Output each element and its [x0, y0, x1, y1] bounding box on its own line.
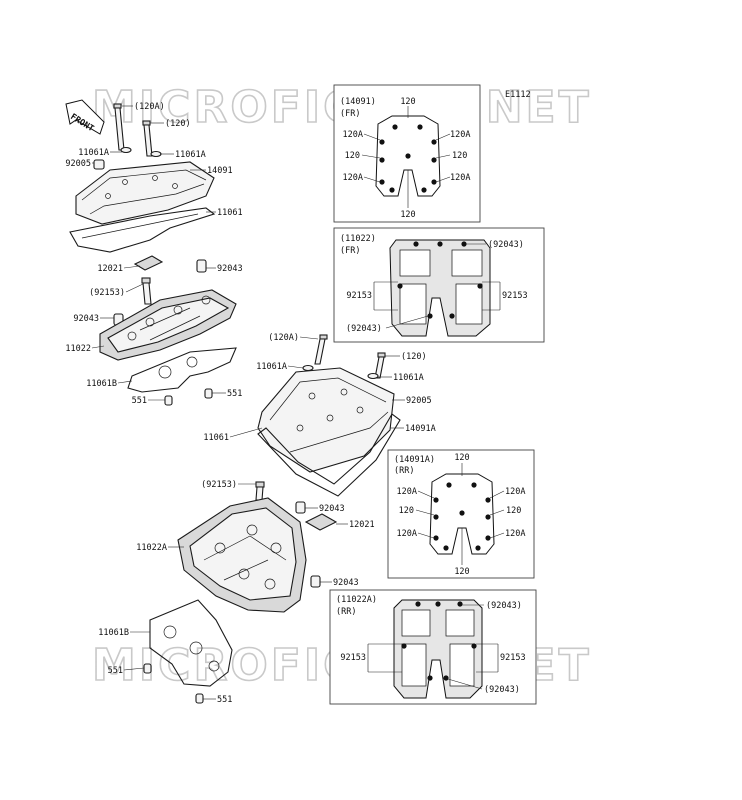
callout-92043-top: 92043 [217, 264, 243, 274]
leader-lines [91, 105, 405, 700]
callout-120-top: (120) [165, 119, 191, 129]
dowel-92043-top [196, 259, 207, 273]
svg-text:120A: 120A [397, 487, 417, 497]
gasket-11061B-top [127, 347, 237, 393]
part-12021-top [133, 255, 164, 271]
gasket-11061-top [69, 207, 216, 253]
callout-92043-low: 92043 [333, 578, 359, 588]
svg-text:(11022A): (11022A) [336, 595, 377, 605]
svg-text:(RR): (RR) [394, 466, 414, 476]
svg-text:(92043): (92043) [486, 601, 522, 611]
callout-120A-top: (120A) [134, 102, 165, 112]
gasket-11061B-low [149, 599, 233, 687]
cylinder-head-11022 [99, 289, 237, 361]
diagram-code: E1112 [505, 90, 531, 100]
svg-text:92153: 92153 [502, 291, 528, 301]
callout-11022A: 11022A [136, 543, 167, 553]
callout-14091: 14091 [207, 166, 233, 176]
dowel-92043-low [310, 575, 321, 588]
inset-cover-rr: (14091A) (RR) 120 120A 120A 120 120 120A… [387, 449, 535, 579]
svg-text:92153: 92153 [346, 291, 372, 301]
grommet-92005-top [93, 159, 105, 170]
callout-11022: 11022 [65, 344, 91, 354]
svg-text:120A: 120A [505, 529, 525, 539]
callout-14091A: 14091A [405, 424, 436, 434]
callout-92005-top: 92005 [65, 159, 91, 169]
washer-11061A-mid-left [302, 364, 314, 372]
svg-text:92153: 92153 [500, 653, 526, 663]
svg-text:120A: 120A [450, 130, 470, 140]
callout-11061A-right: 11061A [175, 150, 206, 160]
callout-12021-mid: 12021 [349, 520, 375, 530]
callout-92043-mid: 92043 [319, 504, 345, 514]
dowel-551-a [164, 395, 173, 406]
dowel-551-b [204, 388, 213, 399]
svg-text:92153: 92153 [340, 653, 366, 663]
washer-11061A-left [120, 146, 132, 154]
svg-text:(92043): (92043) [484, 685, 520, 695]
part-12021-mid [304, 513, 338, 531]
cylinder-head-cover-14091 [75, 161, 215, 225]
dowel-551-d [195, 693, 204, 704]
callout-11061B-low: 11061B [98, 628, 129, 638]
svg-text:120: 120 [452, 151, 467, 161]
callout-11061A-mid-right: 11061A [393, 373, 424, 383]
callout-11061-mid: 11061 [203, 433, 229, 443]
svg-text:120: 120 [454, 453, 469, 463]
callout-92153-mid: (92153) [201, 480, 237, 490]
svg-text:(RR): (RR) [336, 607, 356, 617]
svg-text:(92043): (92043) [346, 324, 382, 334]
svg-text:120A: 120A [343, 130, 363, 140]
callout-12021-top: 12021 [97, 264, 123, 274]
svg-text:120: 120 [400, 210, 415, 220]
gasket-11061-mid [257, 413, 401, 497]
svg-text:120: 120 [345, 151, 360, 161]
callout-11061A-mid-left: 11061A [256, 362, 287, 372]
cylinder-head-cover-14091A [257, 367, 395, 473]
svg-text:(14091A): (14091A) [394, 455, 435, 465]
callout-11061B-top: 11061B [86, 379, 117, 389]
callout-92005-mid: 92005 [406, 396, 432, 406]
callout-120-mid: (120) [401, 352, 427, 362]
bolt-92153-top [141, 277, 152, 305]
svg-text:120A: 120A [343, 173, 363, 183]
svg-text:(FR): (FR) [340, 246, 360, 256]
callout-551-b: 551 [227, 389, 242, 399]
washer-11061A-mid-right [367, 372, 379, 380]
callout-92153-top: (92153) [89, 288, 125, 298]
washer-11061A-right [150, 150, 162, 158]
dowel-92043-mid [295, 501, 306, 514]
svg-text:(92043): (92043) [488, 240, 524, 250]
callout-11061-top: 11061 [217, 208, 243, 218]
inset-head-rr: (11022A) (RR) (92043) 92153 92153 (92043… [329, 589, 537, 705]
svg-text:120: 120 [454, 567, 469, 577]
svg-text:120A: 120A [450, 173, 470, 183]
svg-text:120: 120 [399, 506, 414, 516]
svg-text:(FR): (FR) [340, 109, 360, 119]
inset-head-fr: (11022) (FR) (92043) 92153 92153 (92043) [333, 227, 545, 343]
callout-551-a: 551 [132, 396, 147, 406]
callout-92043-left: 92043 [73, 314, 99, 324]
callout-120A-mid: (120A) [268, 333, 299, 343]
callout-551-c: 551 [108, 666, 123, 676]
bolt-120-mid [374, 352, 386, 379]
svg-text:(11022): (11022) [340, 234, 376, 244]
inset-cover-fr: (14091) (FR) 120 120A 120A 120 120 120A … [333, 84, 481, 223]
svg-text:120: 120 [400, 97, 415, 107]
svg-text:120A: 120A [397, 529, 417, 539]
bolt-92153-mid [255, 481, 265, 501]
callout-551-d: 551 [217, 695, 232, 705]
svg-text:120A: 120A [505, 487, 525, 497]
bolt-120A-mid [314, 334, 328, 365]
dowel-551-c [143, 663, 152, 674]
callout-11061A-left: 11061A [78, 148, 109, 158]
svg-text:(14091): (14091) [340, 97, 376, 107]
svg-text:120: 120 [506, 506, 521, 516]
cylinder-head-11022A [177, 497, 307, 613]
